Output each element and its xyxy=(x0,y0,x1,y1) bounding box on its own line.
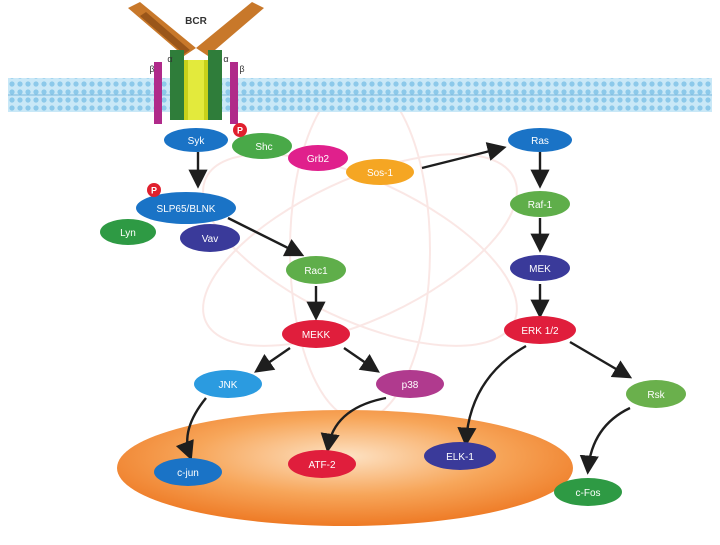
arrow-jnk-cjun xyxy=(175,397,207,461)
node-p38: p38 xyxy=(376,370,444,398)
rac1-label: Rac1 xyxy=(304,266,328,277)
arrows xyxy=(175,142,633,475)
node-grb2: Grb2 xyxy=(288,145,348,171)
node-cjun: c-jun xyxy=(154,458,222,486)
mek-label: MEK xyxy=(529,264,551,275)
arrow-p38-atf2 xyxy=(320,396,387,453)
ras-label: Ras xyxy=(531,136,549,147)
bcr-title: BCR xyxy=(185,16,207,27)
atf2-label: ATF-2 xyxy=(308,460,335,471)
node-lyn: Lyn xyxy=(100,219,156,245)
watermark xyxy=(202,79,518,421)
alpha-right-label: α xyxy=(223,54,228,64)
node-ras: Ras xyxy=(508,128,572,152)
bcr-receptor: BCR β α α β xyxy=(128,2,264,124)
phospho-label-slp65: P xyxy=(151,186,157,196)
sos1-label: Sos-1 xyxy=(367,168,394,179)
beta-right-label: β xyxy=(239,64,244,74)
alpha-left-label: α xyxy=(167,54,172,64)
syk-label: Syk xyxy=(188,136,206,147)
node-erk: ERK 1/2 xyxy=(504,316,576,344)
node-elk1: ELK-1 xyxy=(424,442,496,470)
node-mek: MEK xyxy=(510,255,570,281)
jnk-label: JNK xyxy=(219,380,238,391)
phospho-marker-shc: P xyxy=(233,123,247,137)
beta-left-label: β xyxy=(149,64,154,74)
node-shc: Shc xyxy=(232,133,292,159)
arrow-sos1-ras xyxy=(421,142,507,170)
cfos-label: c-Fos xyxy=(576,488,601,499)
arrow-slp65-rac1 xyxy=(227,216,305,257)
shc-label: Shc xyxy=(255,142,272,153)
grb2-label: Grb2 xyxy=(307,154,330,165)
phospho-label-shc: P xyxy=(237,126,243,136)
node-mekk: MEKK xyxy=(282,320,350,348)
node-syk: Syk xyxy=(164,128,228,152)
vav-label: Vav xyxy=(202,234,219,245)
node-rac1: Rac1 xyxy=(286,256,346,284)
raf1-label: Raf-1 xyxy=(528,200,553,211)
node-raf1: Raf-1 xyxy=(510,191,570,217)
arrow-erk-elk1 xyxy=(457,344,527,447)
arrow-erk-rsk xyxy=(569,340,633,379)
node-jnk: JNK xyxy=(194,370,262,398)
p38-label: p38 xyxy=(402,380,419,391)
node-cfos: c-Fos xyxy=(554,478,622,506)
arrow-mekk-jnk xyxy=(254,347,291,373)
elk1-label: ELK-1 xyxy=(446,452,474,463)
rsk-label: Rsk xyxy=(647,390,665,401)
slp65-label: SLP65/BLNK xyxy=(157,204,216,215)
node-vav: Vav xyxy=(180,224,240,252)
node-atf2: ATF-2 xyxy=(288,450,356,478)
arrow-rsk-cfos xyxy=(579,406,631,475)
lyn-label: Lyn xyxy=(120,228,136,239)
cjun-label: c-jun xyxy=(177,468,199,479)
node-slp65: SLP65/BLNK xyxy=(136,192,236,224)
arrow-mekk-p38 xyxy=(343,347,380,373)
cell-membrane xyxy=(8,78,712,112)
node-sos1: Sos-1 xyxy=(346,159,414,185)
erk-label: ERK 1/2 xyxy=(521,326,559,337)
mekk-label: MEKK xyxy=(302,330,331,341)
phospho-marker-slp65: P xyxy=(147,183,161,197)
node-rsk: Rsk xyxy=(626,380,686,408)
